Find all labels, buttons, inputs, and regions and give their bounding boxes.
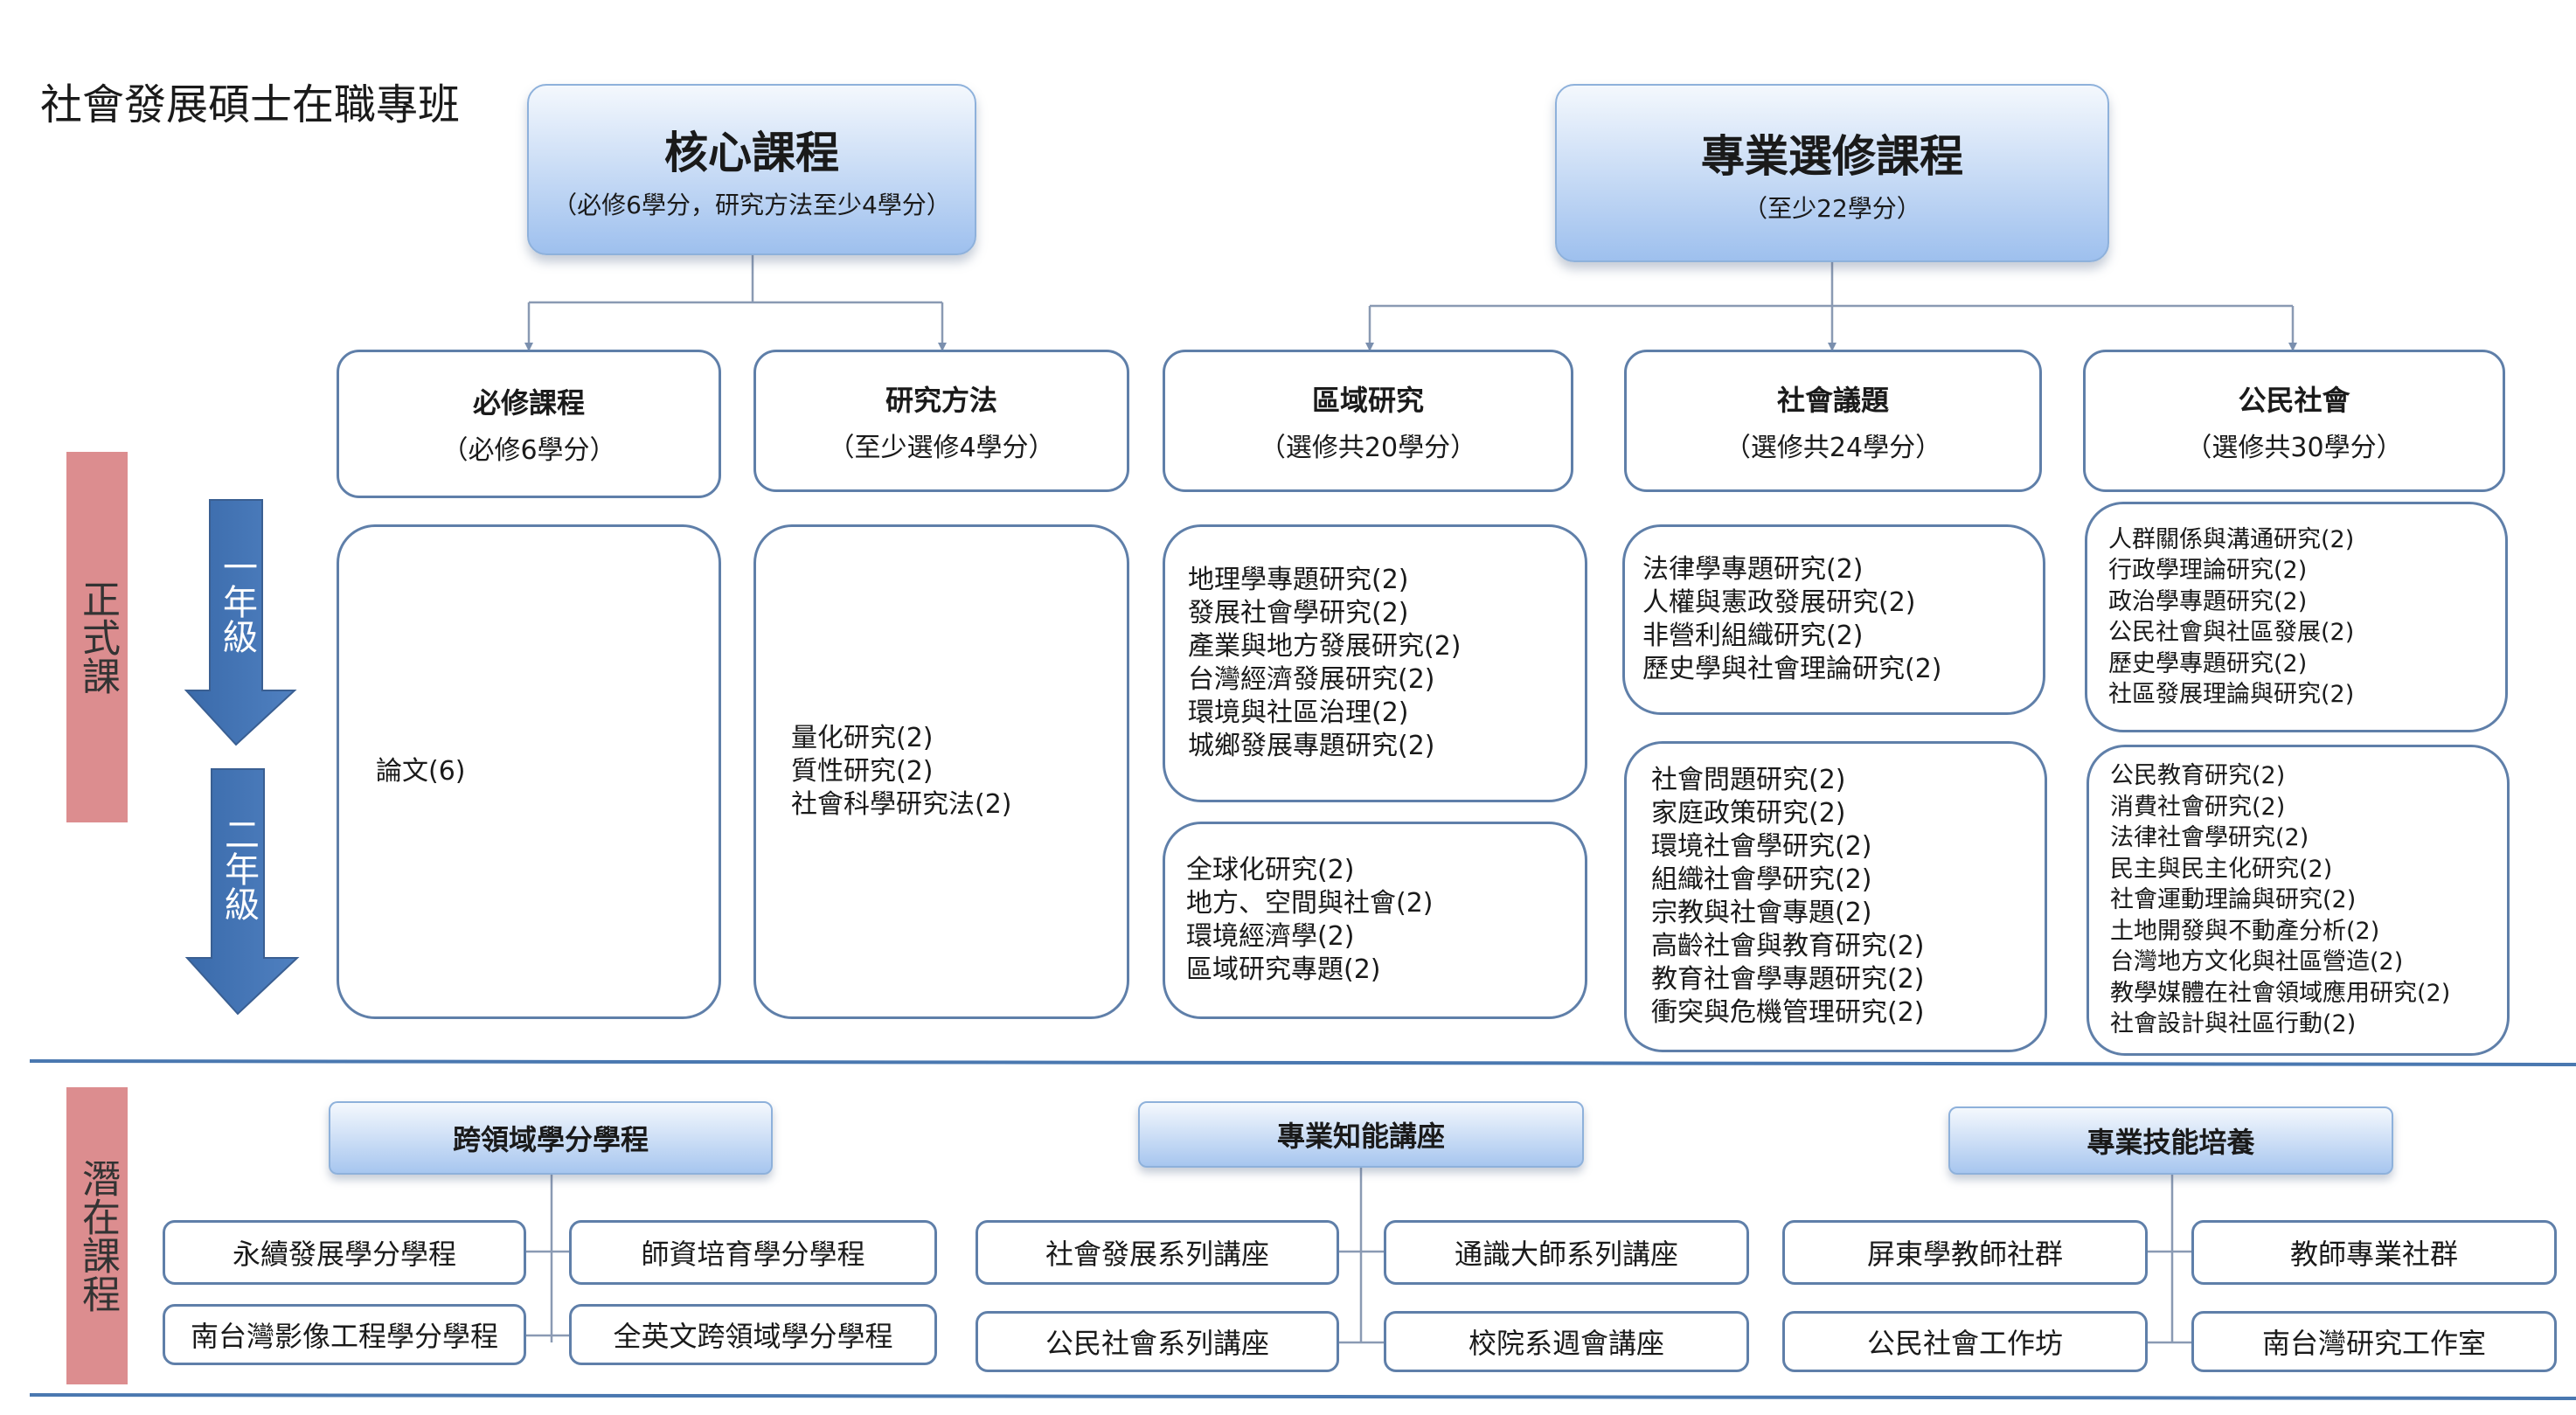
social-year1-box: 法律學專題研究(2) 人權與憲政發展研究(2) 非營利組織研究(2) 歷史學與社… [1622,524,2045,715]
category-regional: 區域研究 （選修共20學分） [1163,350,1573,492]
civil-year2-box: 公民教育研究(2) 消費社會研究(2) 法律社會學研究(2) 民主與民主化研究(… [2086,745,2510,1056]
methods-course-box: 量化研究(2) 質性研究(2) 社會科學研究法(2) [753,524,1129,1019]
list-item: 論文(6) [376,756,466,787]
professional-lecture-header: 專業知能講座 [1138,1101,1584,1168]
first-year-arrow [184,499,297,746]
latent-course-text: 潛在課程 [75,1159,120,1313]
list-item: 組織社會學研究(2) [1651,864,1872,895]
methods-course-list: 量化研究(2) 質性研究(2) 社會科學研究法(2) [791,722,1012,822]
cross-domain-program-header: 跨領域學分學程 [329,1101,773,1175]
second-year-arrow [184,768,300,1016]
list-item: 衝突與危機管理研究(2) [1651,997,1925,1028]
latent-item: 公民社會系列講座 [976,1311,1339,1372]
latent-item: 南台灣影像工程學分學程 [163,1304,526,1365]
list-item: 質性研究(2) [791,756,934,787]
regional-year2-box: 全球化研究(2) 地方、空間與社會(2) 環境經濟學(2) 區域研究專題(2) [1163,822,1587,1019]
core-course-header: 核心課程 （必修6學分，研究方法至少4學分） [527,84,976,255]
list-item: 區域研究專題(2) [1186,954,1381,985]
list-item: 台灣經濟發展研究(2) [1188,664,1435,695]
list-item: 城鄉發展專題研究(2) [1188,731,1435,761]
social-year2-box: 社會問題研究(2) 家庭政策研究(2) 環境社會學研究(2) 組織社會學研究(2… [1624,741,2047,1052]
category-civil-society: 公民社會 （選修共30學分） [2083,350,2505,492]
elective-course-title: 專業選修課程 [1701,131,1963,182]
core-course-subtitle: （必修6學分，研究方法至少4學分） [552,191,951,219]
latent-item: 教師專業社群 [2191,1220,2557,1285]
list-item: 發展社會學研究(2) [1188,598,1409,628]
list-item: 法律社會學研究(2) [2110,824,2309,852]
regional-year1-box: 地理學專題研究(2) 發展社會學研究(2) 產業與地方發展研究(2) 台灣經濟發… [1163,524,1587,802]
list-item: 行政學理論研究(2) [2108,557,2308,584]
list-item: 歷史學專題研究(2) [2108,649,2308,677]
formal-course-label: 正式課 [66,452,128,822]
list-item: 家庭政策研究(2) [1651,798,1846,829]
bottom-divider [29,1393,2576,1400]
list-item: 全球化研究(2) [1186,855,1355,885]
latent-item: 通識大師系列講座 [1384,1220,1749,1285]
list-item: 非營利組織研究(2) [1642,621,1864,651]
social-year1-list: 法律學專題研究(2) 人權與憲政發展研究(2) 非營利組織研究(2) 歷史學與社… [1642,553,1942,686]
second-year-label: 二年級 [219,816,259,921]
category-methods: 研究方法 （至少選修4學分） [753,350,1129,492]
elective-course-subtitle: （至少22學分） [1743,194,1921,223]
required-course-list: 論文(6) [376,755,466,788]
list-item: 高齡社會與教育研究(2) [1651,931,1925,961]
elective-course-header: 專業選修課程 （至少22學分） [1555,84,2109,262]
list-item: 公民教育研究(2) [2110,762,2286,790]
latent-item: 全英文跨領域學分學程 [569,1304,937,1365]
list-item: 人權與憲政發展研究(2) [1642,587,1916,618]
list-item: 地方、空間與社會(2) [1186,888,1434,919]
list-item: 人群關係與溝通研究(2) [2108,525,2355,553]
latent-item: 校院系週會講座 [1384,1311,1749,1372]
social-year2-list: 社會問題研究(2) 家庭政策研究(2) 環境社會學研究(2) 組織社會學研究(2… [1651,764,1925,1030]
list-item: 消費社會研究(2) [2110,793,2286,821]
latent-item: 師資培育學分學程 [569,1220,937,1285]
list-item: 社會設計與社區行動(2) [2110,1010,2357,1038]
latent-course-label: 潛在課程 [66,1087,128,1384]
list-item: 公民社會與社區發展(2) [2108,619,2355,646]
list-item: 法律學專題研究(2) [1642,554,1864,585]
list-item: 環境經濟學(2) [1186,921,1355,952]
latent-item: 屏東學教師社群 [1782,1220,2148,1285]
list-item: 環境社會學研究(2) [1651,831,1872,862]
regional-year1-list: 地理學專題研究(2) 發展社會學研究(2) 產業與地方發展研究(2) 台灣經濟發… [1188,564,1462,763]
core-course-title: 核心課程 [664,128,839,178]
latent-item: 公民社會工作坊 [1782,1311,2148,1372]
latent-item: 南台灣研究工作室 [2191,1311,2557,1372]
list-item: 環境與社區治理(2) [1188,697,1409,728]
civil-year1-box: 人群關係與溝通研究(2) 行政學理論研究(2) 政治學專題研究(2) 公民社會與… [2085,502,2508,732]
list-item: 歷史學與社會理論研究(2) [1642,654,1942,684]
category-required: 必修課程 （必修6學分） [337,350,721,498]
list-item: 教育社會學專題研究(2) [1651,964,1925,995]
list-item: 量化研究(2) [791,723,934,753]
list-item: 社會問題研究(2) [1651,765,1846,795]
latent-item: 社會發展系列講座 [976,1220,1339,1285]
regional-year2-list: 全球化研究(2) 地方、空間與社會(2) 環境經濟學(2) 區域研究專題(2) [1186,854,1434,987]
list-item: 社會科學研究法(2) [791,789,1012,820]
list-item: 民主與民主化研究(2) [2110,855,2333,883]
page-title: 社會發展碩士在職專班 [40,80,461,129]
section-divider [29,1059,2576,1066]
first-year-label: 一年級 [217,549,257,654]
civil-year2-list: 公民教育研究(2) 消費社會研究(2) 法律社會學研究(2) 民主與民主化研究(… [2110,760,2450,1040]
category-social-issues: 社會議題 （選修共24學分） [1624,350,2042,492]
list-item: 教學媒體在社會領域應用研究(2) [2110,979,2451,1007]
civil-year1-list: 人群關係與溝通研究(2) 行政學理論研究(2) 政治學專題研究(2) 公民社會與… [2108,524,2354,711]
required-course-box: 論文(6) [337,524,721,1019]
formal-course-text: 正式課 [75,579,120,695]
list-item: 社區發展理論與研究(2) [2108,681,2355,708]
list-item: 地理學專題研究(2) [1188,565,1409,595]
list-item: 宗教與社會專題(2) [1651,898,1872,928]
list-item: 土地開發與不動產分析(2) [2110,917,2380,945]
list-item: 產業與地方發展研究(2) [1188,631,1462,662]
list-item: 社會運動理論與研究(2) [2110,886,2357,914]
list-item: 政治學專題研究(2) [2108,587,2308,615]
latent-item: 永續發展學分學程 [163,1220,526,1285]
list-item: 台灣地方文化與社區營造(2) [2110,948,2404,976]
professional-skills-header: 專業技能培養 [1948,1106,2393,1175]
